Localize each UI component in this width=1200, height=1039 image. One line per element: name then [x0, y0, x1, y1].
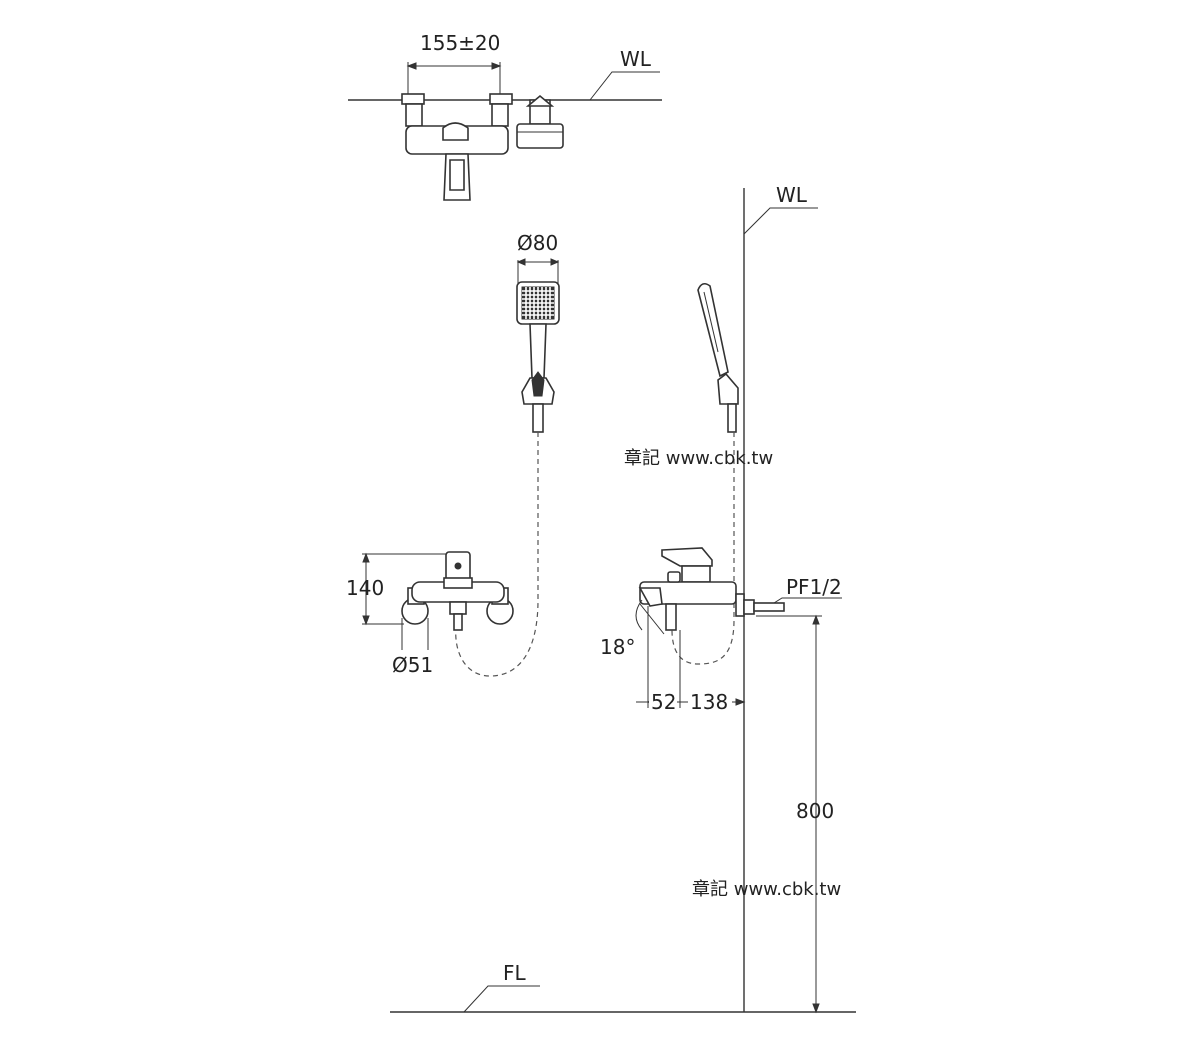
- dim-138-label: 138: [690, 690, 728, 714]
- top-spout-inner: [449, 159, 465, 191]
- watermark-1: 章記 www.cbk.tw: [624, 448, 773, 469]
- dim-52-mask: [649, 690, 677, 712]
- top-wl-leader: [589, 71, 660, 101]
- side-hose: [671, 432, 735, 665]
- watermark-2: 章記 www.cbk.tw: [692, 879, 841, 900]
- dim-138-mask: [688, 690, 732, 712]
- side-knob: [667, 571, 681, 583]
- top-nut-right: [489, 93, 513, 105]
- top-connector-right: [491, 103, 509, 127]
- front-hose-outlet: [453, 613, 463, 631]
- top-wl-label: WL: [620, 47, 652, 71]
- side-hand-shower: [671, 282, 739, 665]
- dim-800-label: 800: [796, 799, 834, 823]
- dim-138-arrow: [735, 698, 746, 706]
- top-dim-width-label: 155±20: [420, 31, 500, 55]
- front-diverter: [449, 601, 467, 615]
- dim-140-arrow-bottom: [362, 615, 370, 626]
- head-dim-label: Ø80: [517, 231, 558, 255]
- shower-handle: [529, 323, 547, 379]
- side-body: [639, 581, 737, 605]
- side-nut: [743, 599, 755, 615]
- top-nut-left: [401, 93, 425, 105]
- side-hose-connector: [727, 403, 737, 433]
- front-mixer: 140 Ø51: [346, 551, 514, 677]
- dim-800-arrow-bottom: [812, 1003, 820, 1014]
- shower-head-nozzle-grid: [521, 286, 555, 320]
- angle-line: [639, 603, 665, 635]
- top-holder-plate: [516, 123, 564, 149]
- thread-leader: [773, 597, 842, 604]
- right-wl-leader: [743, 207, 818, 235]
- dim-800-arrow-top: [812, 614, 820, 625]
- front-cartridge: [443, 577, 473, 589]
- shower-hose: [455, 432, 539, 677]
- dim-51-label: Ø51: [392, 653, 433, 677]
- side-shower-head-face: [703, 291, 719, 353]
- shower-hose-connector: [532, 403, 544, 433]
- top-dim-arrow-left: [406, 62, 417, 70]
- top-view: WL 155±20: [348, 31, 662, 201]
- dim-52-label: 52: [651, 690, 676, 714]
- wall-and-floor: WL FL 800: [390, 183, 856, 1014]
- fl-label: FL: [503, 961, 527, 985]
- fl-leader: [463, 985, 540, 1013]
- side-handle: [661, 547, 713, 567]
- thread-label: PF1/2: [786, 575, 842, 599]
- angle-arc: [635, 599, 643, 631]
- side-mixer: PF1/2 18° 52 138: [600, 547, 842, 714]
- dim-140-label: 140: [346, 576, 384, 600]
- head-dim-arrow-left: [516, 258, 526, 266]
- front-handle-dot: [454, 562, 462, 570]
- right-wl-label: WL: [776, 183, 808, 207]
- top-handle-base: [442, 122, 469, 141]
- top-connector-left: [405, 103, 423, 127]
- side-flange: [735, 593, 745, 617]
- side-spout: [638, 587, 663, 607]
- dim-140-arrow-top: [362, 552, 370, 563]
- side-shower-holder: [717, 372, 739, 405]
- side-inlet-pipe: [753, 602, 785, 612]
- top-dim-arrow-right: [491, 62, 502, 70]
- top-holder-tip: [525, 94, 555, 107]
- side-cartridge: [681, 565, 711, 583]
- front-hand-shower: Ø80: [455, 231, 560, 677]
- shower-holder-clip: [531, 371, 545, 397]
- head-dim-arrow-right: [550, 258, 560, 266]
- side-hose-outlet: [665, 603, 677, 631]
- angle-label: 18°: [600, 635, 635, 659]
